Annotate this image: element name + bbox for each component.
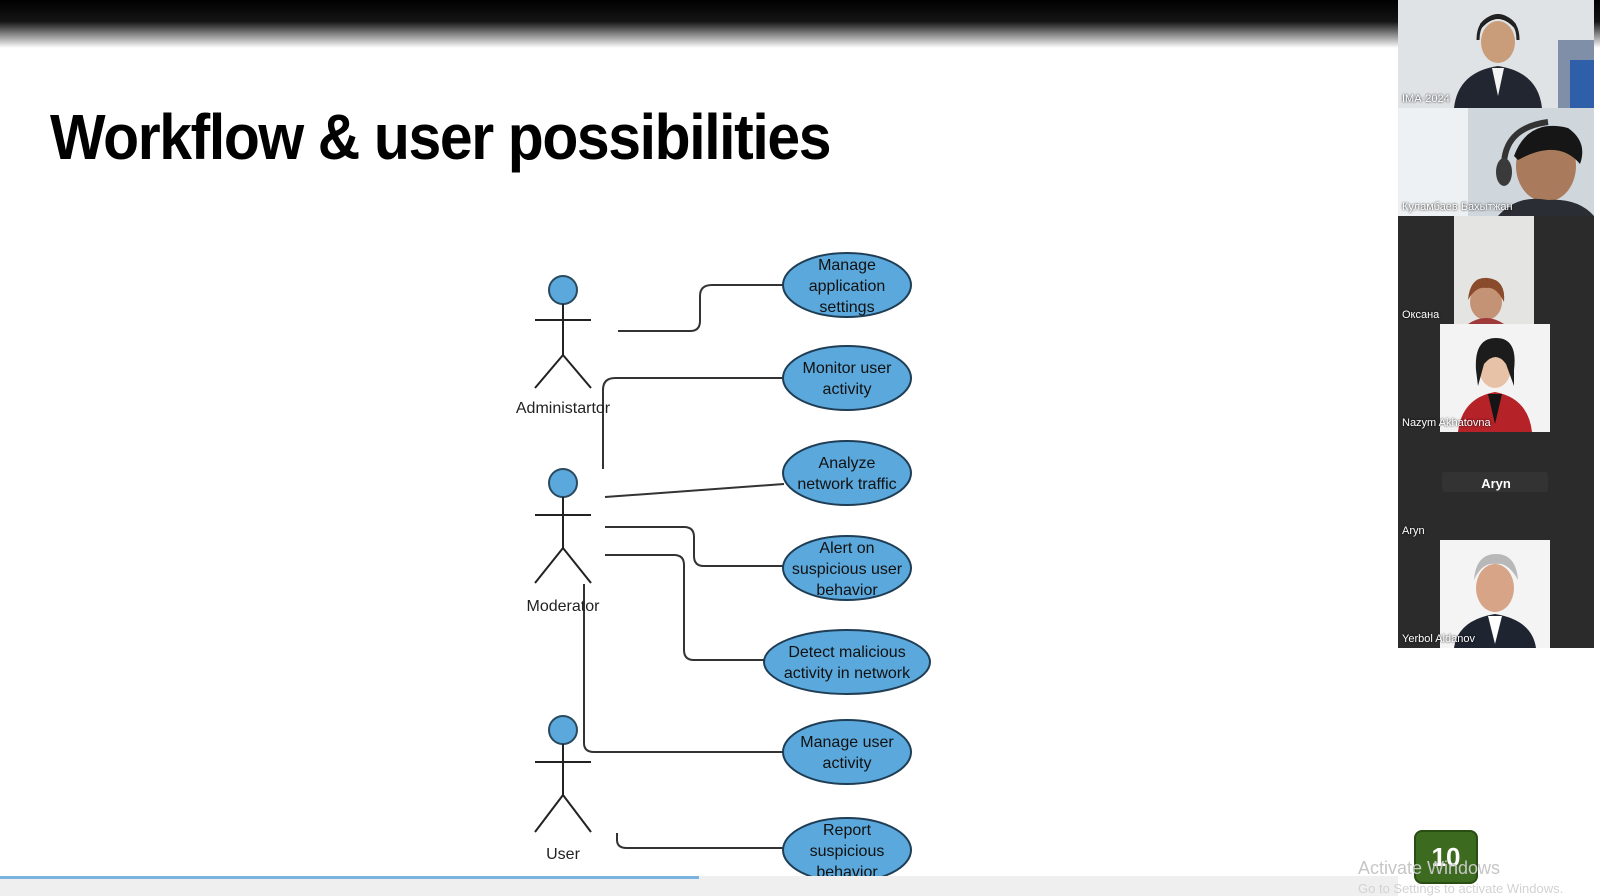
slide-progress-bar bbox=[0, 876, 699, 879]
use-case-line: Alert on bbox=[819, 540, 874, 557]
use-case-analyze-network-traffic: Analyze network traffic bbox=[782, 440, 912, 506]
participant-name: Оксана bbox=[1402, 309, 1440, 321]
participant-tile[interactable]: Оксана bbox=[1398, 216, 1594, 324]
actor-user: User bbox=[534, 715, 592, 863]
connector-manage-settings bbox=[618, 284, 784, 332]
activate-windows-watermark: Activate Windows bbox=[1358, 858, 1501, 878]
use-case-line: behavior bbox=[816, 582, 878, 599]
participant-gallery: IMA-2024 Куламбаев Бахытжан Оксана bbox=[1398, 0, 1594, 656]
actor-administrator: Administartor bbox=[516, 275, 611, 417]
use-case-diagram: Administartor Moderator User bbox=[516, 252, 931, 883]
actor-figure bbox=[534, 275, 592, 389]
participant-video bbox=[1398, 216, 1594, 324]
participant-tile[interactable]: IMA-2024 bbox=[1398, 0, 1594, 108]
participant-center-label: Aryn bbox=[1481, 476, 1511, 491]
use-case-manage-application-settings: Manage application settings bbox=[782, 252, 912, 318]
connector-monitor-activity bbox=[602, 377, 784, 469]
use-case-line: Manage user bbox=[800, 734, 894, 751]
use-case-monitor-user-activity: Monitor user activity bbox=[782, 345, 912, 411]
participant-video bbox=[1398, 324, 1594, 432]
use-case-line: suspicious bbox=[810, 843, 885, 860]
use-case-line: Monitor user bbox=[803, 360, 893, 377]
connector-manage-user-activity bbox=[583, 584, 784, 753]
participant-name: Yerbol Aldanov bbox=[1402, 633, 1475, 645]
participant-tile[interactable]: Aryn Aryn bbox=[1398, 432, 1594, 540]
use-case-line: settings bbox=[819, 299, 874, 316]
participant-name: Куламбаев Бахытжан bbox=[1402, 201, 1513, 213]
use-case-line: network traffic bbox=[797, 476, 896, 493]
participant-name: Nazym Akhatovna bbox=[1402, 417, 1491, 429]
connector-alert-suspicious bbox=[605, 526, 784, 567]
connector-report-suspicious bbox=[616, 833, 784, 849]
participant-tile[interactable]: Nazym Akhatovna bbox=[1398, 324, 1594, 432]
use-case-line: activity bbox=[823, 381, 872, 398]
use-case-line: Manage bbox=[818, 257, 876, 274]
slide-progress-track bbox=[0, 876, 1398, 896]
actor-figure bbox=[534, 715, 592, 833]
participant-name: IMA-2024 bbox=[1402, 93, 1450, 105]
actor-label: User bbox=[546, 846, 580, 863]
participant-tile[interactable]: Yerbol Aldanov bbox=[1398, 540, 1594, 648]
use-case-line: activity bbox=[823, 755, 872, 772]
use-case-line: suspicious user bbox=[792, 561, 903, 578]
slide: Workflow & user possibilities Administar… bbox=[0, 101, 1563, 896]
participant-video bbox=[1398, 540, 1594, 648]
use-case-detect-malicious-activity: Detect malicious activity in network bbox=[763, 629, 931, 695]
participant-name: Aryn bbox=[1402, 525, 1425, 537]
actor-label: Administartor bbox=[516, 400, 611, 417]
connector-analyze-traffic bbox=[604, 483, 785, 498]
use-case-line: application bbox=[809, 278, 886, 295]
activate-windows-subtitle: Go to Settings to activate Windows. bbox=[1358, 881, 1564, 896]
participant-tile[interactable]: Куламбаев Бахытжан bbox=[1398, 108, 1594, 216]
connector-detect-malicious bbox=[605, 554, 764, 661]
slide-title: Workflow & user possibilities bbox=[50, 101, 831, 173]
use-case-report-suspicious-behavior: Report suspicious behavior bbox=[782, 817, 912, 883]
screen-top-bar bbox=[0, 0, 1600, 48]
use-case-alert-suspicious-behavior: Alert on suspicious user behavior bbox=[782, 535, 912, 601]
actor-figure bbox=[534, 468, 592, 584]
actor-label: Moderator bbox=[527, 598, 601, 615]
use-case-manage-user-activity: Manage user activity bbox=[782, 719, 912, 785]
slide-page-number: 10 bbox=[1414, 830, 1478, 884]
use-case-line: Detect malicious bbox=[788, 644, 905, 661]
use-case-line: Analyze bbox=[819, 455, 876, 472]
participant-video bbox=[1398, 432, 1594, 540]
participant-video bbox=[1398, 108, 1594, 216]
actor-moderator: Moderator bbox=[527, 468, 601, 615]
use-case-line: activity in network bbox=[784, 665, 911, 682]
participant-video bbox=[1398, 0, 1594, 108]
use-case-line: Report bbox=[823, 822, 872, 839]
